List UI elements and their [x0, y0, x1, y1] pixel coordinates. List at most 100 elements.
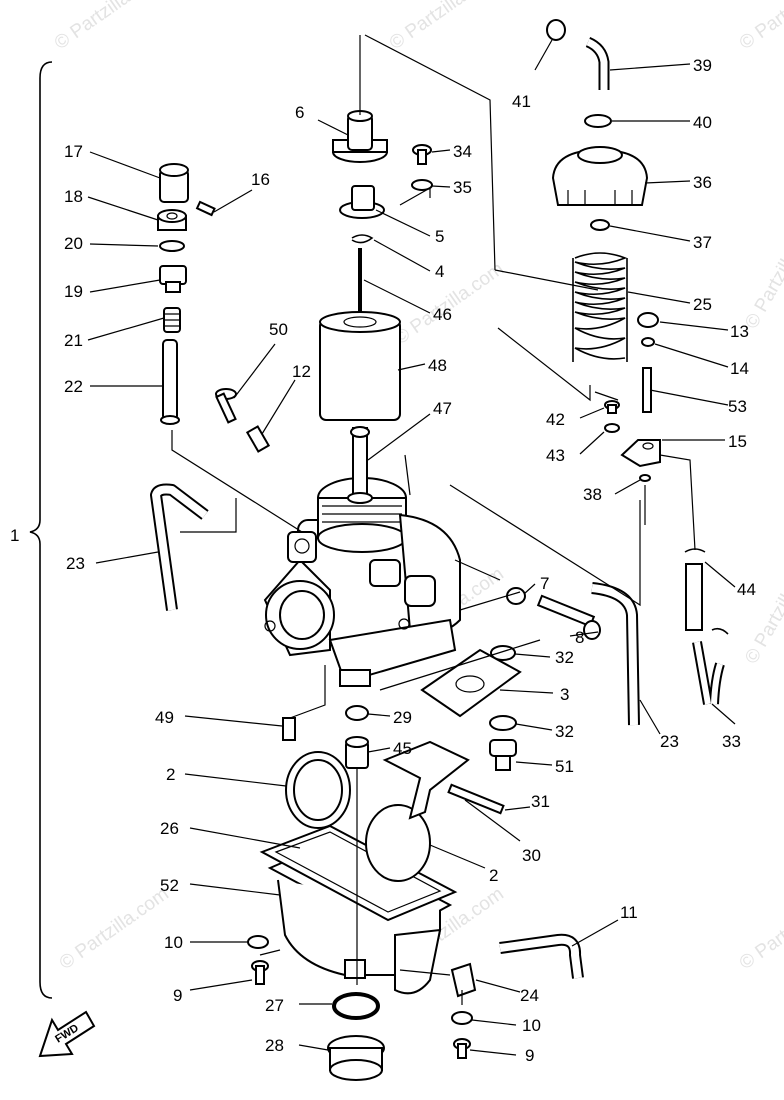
part-label: 32 [555, 722, 574, 741]
o-ring-14 [641, 337, 655, 347]
part-label: 22 [64, 377, 83, 396]
part-label: 42 [546, 410, 565, 429]
part-label: 2 [166, 765, 175, 784]
float-arm-30 [382, 740, 470, 820]
cable-plate [339, 185, 385, 219]
float-bowl-gasket [259, 824, 458, 922]
watermark: © Partzilla.com [391, 258, 508, 349]
part-label: 9 [173, 986, 182, 1005]
jet-51 [489, 739, 517, 771]
throttle-spring [572, 252, 628, 362]
cap-7 [506, 587, 526, 605]
screw-53 [642, 367, 652, 413]
washer-35 [411, 179, 433, 191]
part-label: 7 [540, 574, 549, 593]
o-ring-40 [584, 114, 612, 128]
part-label: 27 [265, 996, 284, 1015]
part-label: 21 [64, 331, 83, 350]
part-label: 8 [575, 628, 584, 647]
o-ring-38 [639, 474, 651, 482]
part-label: 19 [64, 282, 83, 301]
part-label: 51 [555, 757, 574, 776]
part-label: 35 [453, 178, 472, 197]
part-label: 18 [64, 187, 83, 206]
part-label: 41 [512, 92, 531, 111]
watermark: © Partzilla.com [736, 883, 784, 974]
part-label: 31 [531, 792, 550, 811]
watermark: © Partzilla.com [741, 211, 784, 332]
screw-9-left [251, 960, 269, 985]
tube-33 [694, 641, 723, 705]
drain-plug-28 [327, 1035, 385, 1081]
part-label: 46 [433, 305, 452, 324]
watermark: © Partzilla.com [386, 0, 503, 54]
fwd-arrow-icon: FWD [38, 1010, 96, 1058]
part-label: 10 [164, 933, 183, 952]
part-label: 40 [693, 113, 712, 132]
part-label: 5 [435, 227, 444, 246]
watermark: © Partzilla.com [51, 0, 168, 54]
part-label: 30 [522, 846, 541, 865]
part-label: 33 [722, 732, 741, 751]
part-label: 45 [393, 739, 412, 758]
spring-21 [163, 307, 181, 333]
clip [351, 234, 374, 244]
screw-9-right [453, 1038, 471, 1059]
watermark: © Partzilla.com [56, 883, 173, 974]
part-label: 39 [693, 56, 712, 75]
tube-44 [685, 563, 703, 631]
part-label: 52 [160, 876, 179, 895]
part-label: 12 [292, 362, 311, 381]
part-label: 24 [520, 986, 539, 1005]
part-label: 3 [560, 685, 569, 704]
bracket-15 [620, 439, 661, 468]
part-label: 2 [489, 866, 498, 885]
pin-31 [447, 783, 505, 815]
part-label: 14 [730, 359, 749, 378]
screw-34 [412, 144, 432, 165]
plunger-22 [160, 339, 180, 425]
part-label: 4 [435, 262, 444, 281]
washer-32-bottom [489, 715, 517, 731]
part-label: 38 [583, 485, 602, 504]
starter-plunger-cap [159, 163, 189, 203]
nut-18 [157, 209, 187, 231]
part-label: 47 [433, 399, 452, 418]
pin-16 [195, 200, 216, 217]
cap-36 [551, 146, 649, 206]
screw-42 [604, 400, 620, 414]
watermark: © Partzilla.com [741, 546, 784, 667]
part-label: 1 [10, 526, 19, 545]
guide-lines [171, 34, 696, 1005]
part-label: 34 [453, 142, 472, 161]
bracket-24 [450, 962, 477, 998]
part-label: 11 [620, 903, 638, 922]
part-label: 25 [693, 295, 712, 314]
jet-49 [282, 717, 296, 741]
washer-10-right [451, 1011, 473, 1025]
leader-lines [87, 39, 736, 1056]
part-label: 36 [693, 173, 712, 192]
washer-20 [159, 240, 185, 252]
washer-37 [590, 219, 610, 231]
fitting-39 [586, 38, 608, 90]
plate-3 [420, 648, 522, 718]
part-label: 37 [693, 233, 712, 252]
nut-41 [546, 19, 566, 41]
tube-11 [499, 935, 582, 979]
part-label: 6 [295, 103, 304, 122]
part-label: 29 [393, 708, 412, 727]
jet-45 [345, 736, 369, 769]
overflow-tube-right [591, 584, 638, 726]
part-label: 53 [728, 397, 747, 416]
part-label: 48 [428, 356, 447, 375]
part-label: 10 [522, 1016, 541, 1035]
float-left [285, 751, 351, 829]
part-label: 16 [251, 170, 270, 189]
screw-13 [637, 312, 659, 328]
part-label: 23 [66, 554, 85, 573]
part-label: 9 [525, 1046, 534, 1065]
carburetor-body [263, 477, 461, 687]
